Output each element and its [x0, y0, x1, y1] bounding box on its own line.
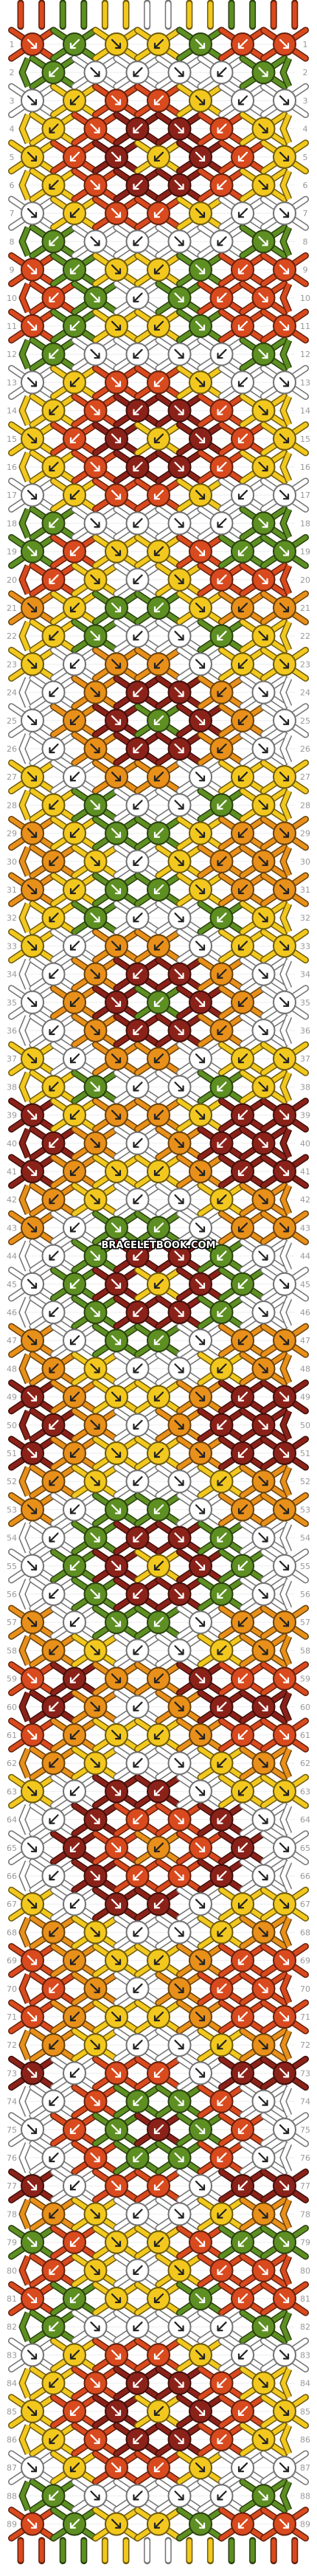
bracelet-pattern-diagram: 1122334455667788991010111112121313141415… [7, 0, 310, 2565]
